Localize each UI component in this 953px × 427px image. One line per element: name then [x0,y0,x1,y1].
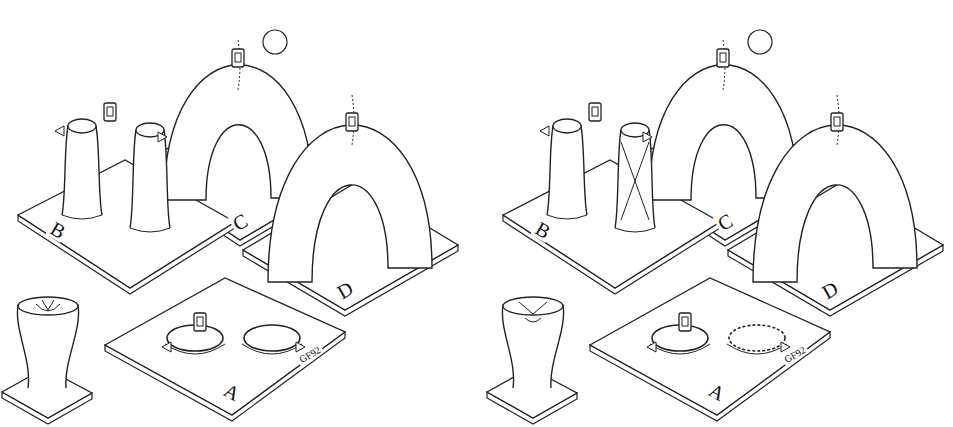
zipper-pull [720,53,726,62]
arrow-symbol [540,126,549,136]
tube-base [615,228,655,232]
rotation-arrow [727,344,787,354]
arrow-symbol [158,132,167,142]
funnel-rim [18,297,78,315]
arch-tube [268,125,432,282]
zipper-pull [194,313,206,331]
funnel-rim [503,297,563,315]
knob [263,30,287,54]
rotation-arrow [242,344,302,354]
tube-base [130,228,170,232]
zipper-pull [834,117,840,126]
zipper-pull [346,113,358,131]
scene [2,30,458,424]
tube-cap [553,119,581,133]
knob [748,30,772,54]
zipper-pull [349,117,355,126]
arrow-symbol [781,342,790,352]
arrow-symbol [162,342,171,352]
zipper-pull [232,49,244,67]
rotation-arrow [165,344,225,354]
tube-base [547,215,587,219]
zipper-pull [592,107,598,116]
tube [615,130,655,228]
zipper-pull [589,103,601,121]
arrow-symbol [55,126,64,136]
zipper-pull [197,317,203,326]
tube [547,126,587,215]
ring [729,325,785,351]
tube [62,126,102,215]
tube [130,130,170,228]
funnel [502,305,563,388]
tube-cap [68,119,96,133]
zipper-pull [104,103,116,121]
scene [487,30,943,424]
zipper-pull [235,53,241,62]
arrow-symbol [296,342,305,352]
funnel-detail [519,302,547,322]
arrow-symbol [647,342,656,352]
funnel-detail [36,300,60,311]
zipper-pull [679,313,691,331]
panel [590,278,830,415]
rotation-arrow [650,344,710,354]
zipper-pull [717,49,729,67]
ring [244,325,300,351]
funnel [17,305,78,388]
zipper-pull [107,107,113,116]
zipper-pull [682,317,688,326]
zipper-pull [831,113,843,131]
arch-tube [753,125,917,282]
arrow-symbol [643,132,652,142]
tube-base [62,215,102,219]
cut-lines [621,142,649,220]
panel [105,278,345,415]
